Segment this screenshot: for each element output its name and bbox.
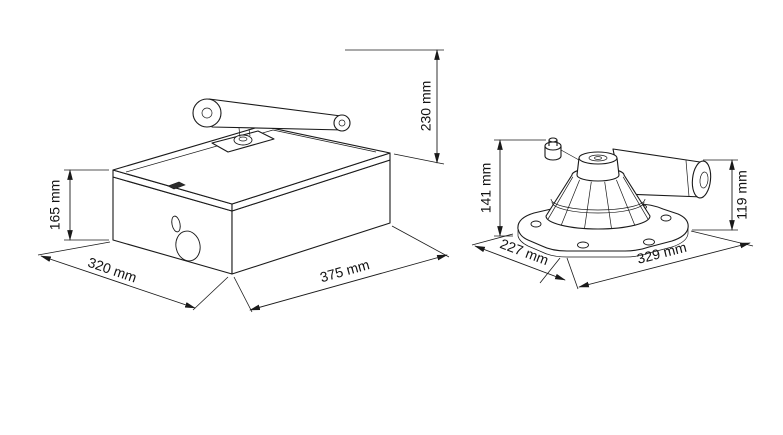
- extension-line: [233, 276, 253, 313]
- extension-line: [471, 233, 514, 246]
- arm-pivot-post: [238, 127, 251, 138]
- cone-flange-ring-lower: [550, 198, 646, 211]
- cone-ribs: [547, 176, 649, 229]
- extension-line: [37, 241, 111, 256]
- bolt-hole: [660, 214, 672, 222]
- dimension-line: [40, 255, 196, 309]
- dim-label-motor-overall-height: 141 mm: [478, 163, 494, 214]
- output-hub-top: [578, 151, 618, 165]
- motor-seam: [685, 160, 690, 197]
- dimension-line: [578, 242, 751, 288]
- dim-label-box-depth: 320 mm: [86, 254, 139, 286]
- motor-end-boss: [699, 171, 709, 189]
- extension-line: [192, 276, 229, 311]
- dimension-motor-body-height: 119 mm: [692, 159, 750, 231]
- output-shaft: [588, 154, 608, 162]
- gearmotor-drawing: 141 mm 119 mm 227 mm 329 mm: [471, 137, 754, 290]
- dim-label-motor-body-height: 119 mm: [734, 170, 750, 220]
- dim-label-box-width: 375 mm: [318, 256, 371, 285]
- release-fitting-knob-top: [548, 137, 558, 143]
- foundation-box-drawing: 230 mm 165 mm 320 mm 375 mm: [37, 49, 450, 313]
- dim-label-box-height: 165 mm: [47, 180, 63, 231]
- lever-arm-head: [192, 98, 222, 128]
- dimension-line: [249, 254, 448, 311]
- lever-arm-roller-pin: [338, 119, 346, 127]
- lever-arm-bar: [208, 98, 344, 131]
- bolt-hole: [577, 241, 589, 249]
- cone-flange-ring: [551, 201, 645, 214]
- bolt-hole: [530, 220, 542, 228]
- lid-seam-line-2: [272, 129, 377, 153]
- extension-line: [690, 230, 754, 247]
- dimension-line: [474, 245, 566, 281]
- lever-arm-roller: [333, 114, 351, 132]
- arm-pivot-bushing: [233, 134, 253, 146]
- extension-line: [391, 225, 450, 258]
- extension-line: [566, 257, 579, 290]
- bolt-hole: [643, 238, 655, 246]
- drain-slot: [171, 215, 181, 233]
- extension-line: [393, 153, 445, 165]
- lever-arm-head-hub: [201, 107, 213, 119]
- release-latch: [167, 181, 186, 190]
- output-hub-body: [576, 157, 620, 182]
- dim-label-overall-height: 230 mm: [418, 81, 434, 132]
- release-fitting-link: [560, 149, 580, 161]
- motor-end-cap: [691, 160, 712, 199]
- output-shaft-center: [594, 156, 602, 160]
- dimension-motor-overall-height: 141 mm: [478, 139, 546, 237]
- dimension-box-height: 165 mm: [47, 169, 109, 241]
- dimension-overall-height-left: 230 mm: [345, 49, 445, 165]
- release-fitting-top: [544, 141, 562, 151]
- arm-pivot-shaft: [238, 136, 248, 142]
